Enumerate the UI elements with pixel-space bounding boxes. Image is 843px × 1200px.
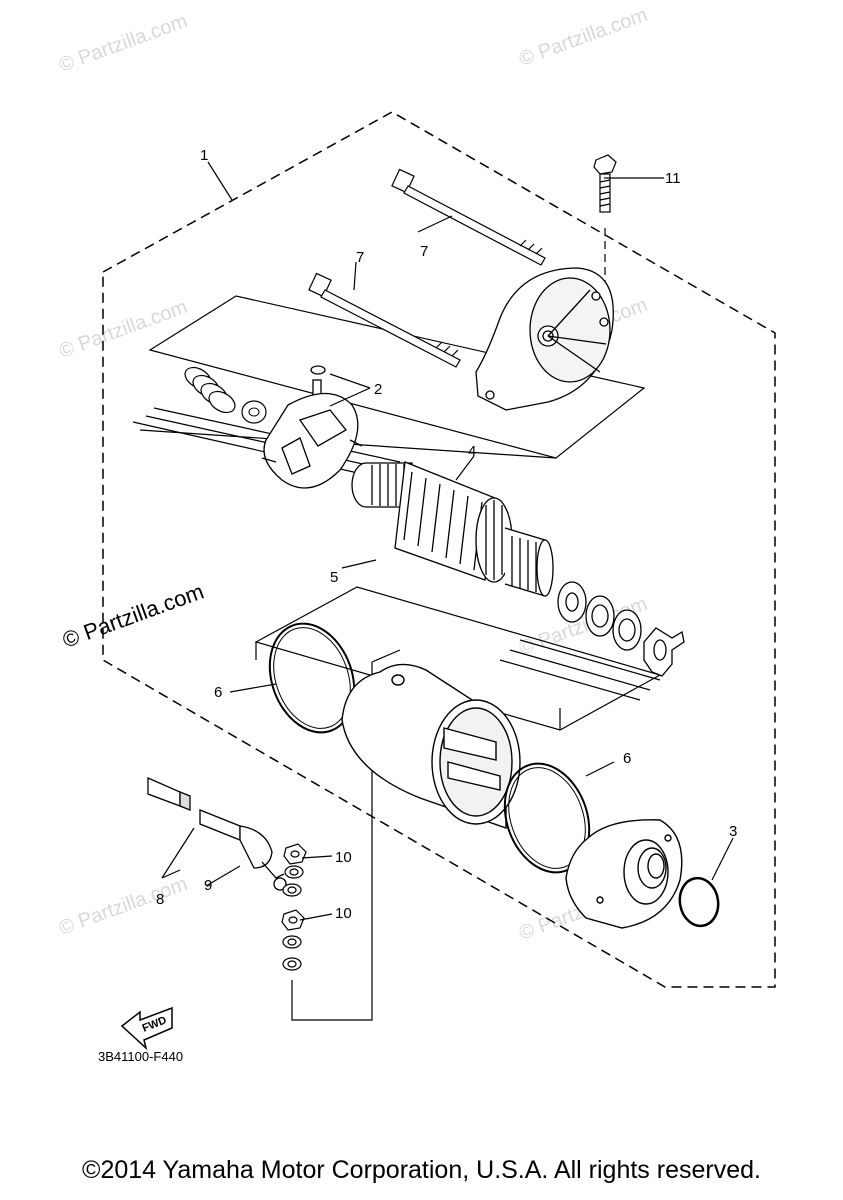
- washer-hole: [248, 407, 260, 417]
- watermark-text: © Partzilla.com: [56, 873, 190, 940]
- o-ring-upper: [268, 622, 356, 734]
- callout-10-upper: 10: [335, 849, 352, 866]
- leader-lines: [161, 161, 734, 921]
- front-cover: [565, 819, 683, 929]
- brush-holder: [261, 365, 363, 489]
- callout-5: 5: [330, 569, 338, 586]
- callout-7-upper: 7: [420, 243, 428, 260]
- fwd-arrow: FWD: [120, 1006, 173, 1051]
- callout-2: 2: [374, 381, 382, 398]
- brush-spring: [184, 366, 236, 414]
- callout-8: 8: [156, 891, 164, 908]
- motor-yoke: [341, 663, 521, 829]
- watermark-prominent: © Partzilla.com: [59, 579, 207, 653]
- o-ring-upper-inner: [273, 627, 351, 729]
- callout-6-upper: 6: [214, 684, 222, 701]
- callouts: 1 2 3 4 5 6 6 7 7 8 9 10 10 11: [156, 147, 737, 922]
- through-bolt-upper: [391, 168, 546, 266]
- copyright-footer: ©2014 Yamaha Motor Corporation, U.S.A. A…: [82, 1156, 761, 1184]
- callout-7-lower: 7: [356, 249, 364, 266]
- callout-4: 4: [468, 443, 476, 460]
- callout-9: 9: [204, 877, 212, 894]
- rear-cover: [475, 267, 614, 411]
- lead-wire: [147, 777, 287, 891]
- through-bolt-lower: [308, 272, 461, 368]
- callout-10-lower: 10: [335, 905, 352, 922]
- armature: [351, 461, 554, 597]
- callout-3: 3: [729, 823, 737, 840]
- bolt-11: [593, 154, 617, 213]
- drawing-code: 3B41100-F440: [98, 1049, 183, 1064]
- callout-6-lower: 6: [623, 750, 631, 767]
- nuts-washers: [281, 843, 307, 971]
- o-ring-lower-inner: [508, 767, 586, 869]
- o-ring-lower: [503, 762, 591, 874]
- watermark-text: © Partzilla.com: [516, 4, 650, 71]
- callout-1: 1: [200, 147, 208, 164]
- watermark-text: © Partzilla.com: [56, 10, 190, 77]
- o-ring-small: [678, 876, 720, 928]
- callout-11: 11: [665, 170, 681, 187]
- watermark-text: © Partzilla.com: [56, 296, 190, 363]
- assembly-boundary: [102, 111, 776, 988]
- shims: [557, 581, 685, 677]
